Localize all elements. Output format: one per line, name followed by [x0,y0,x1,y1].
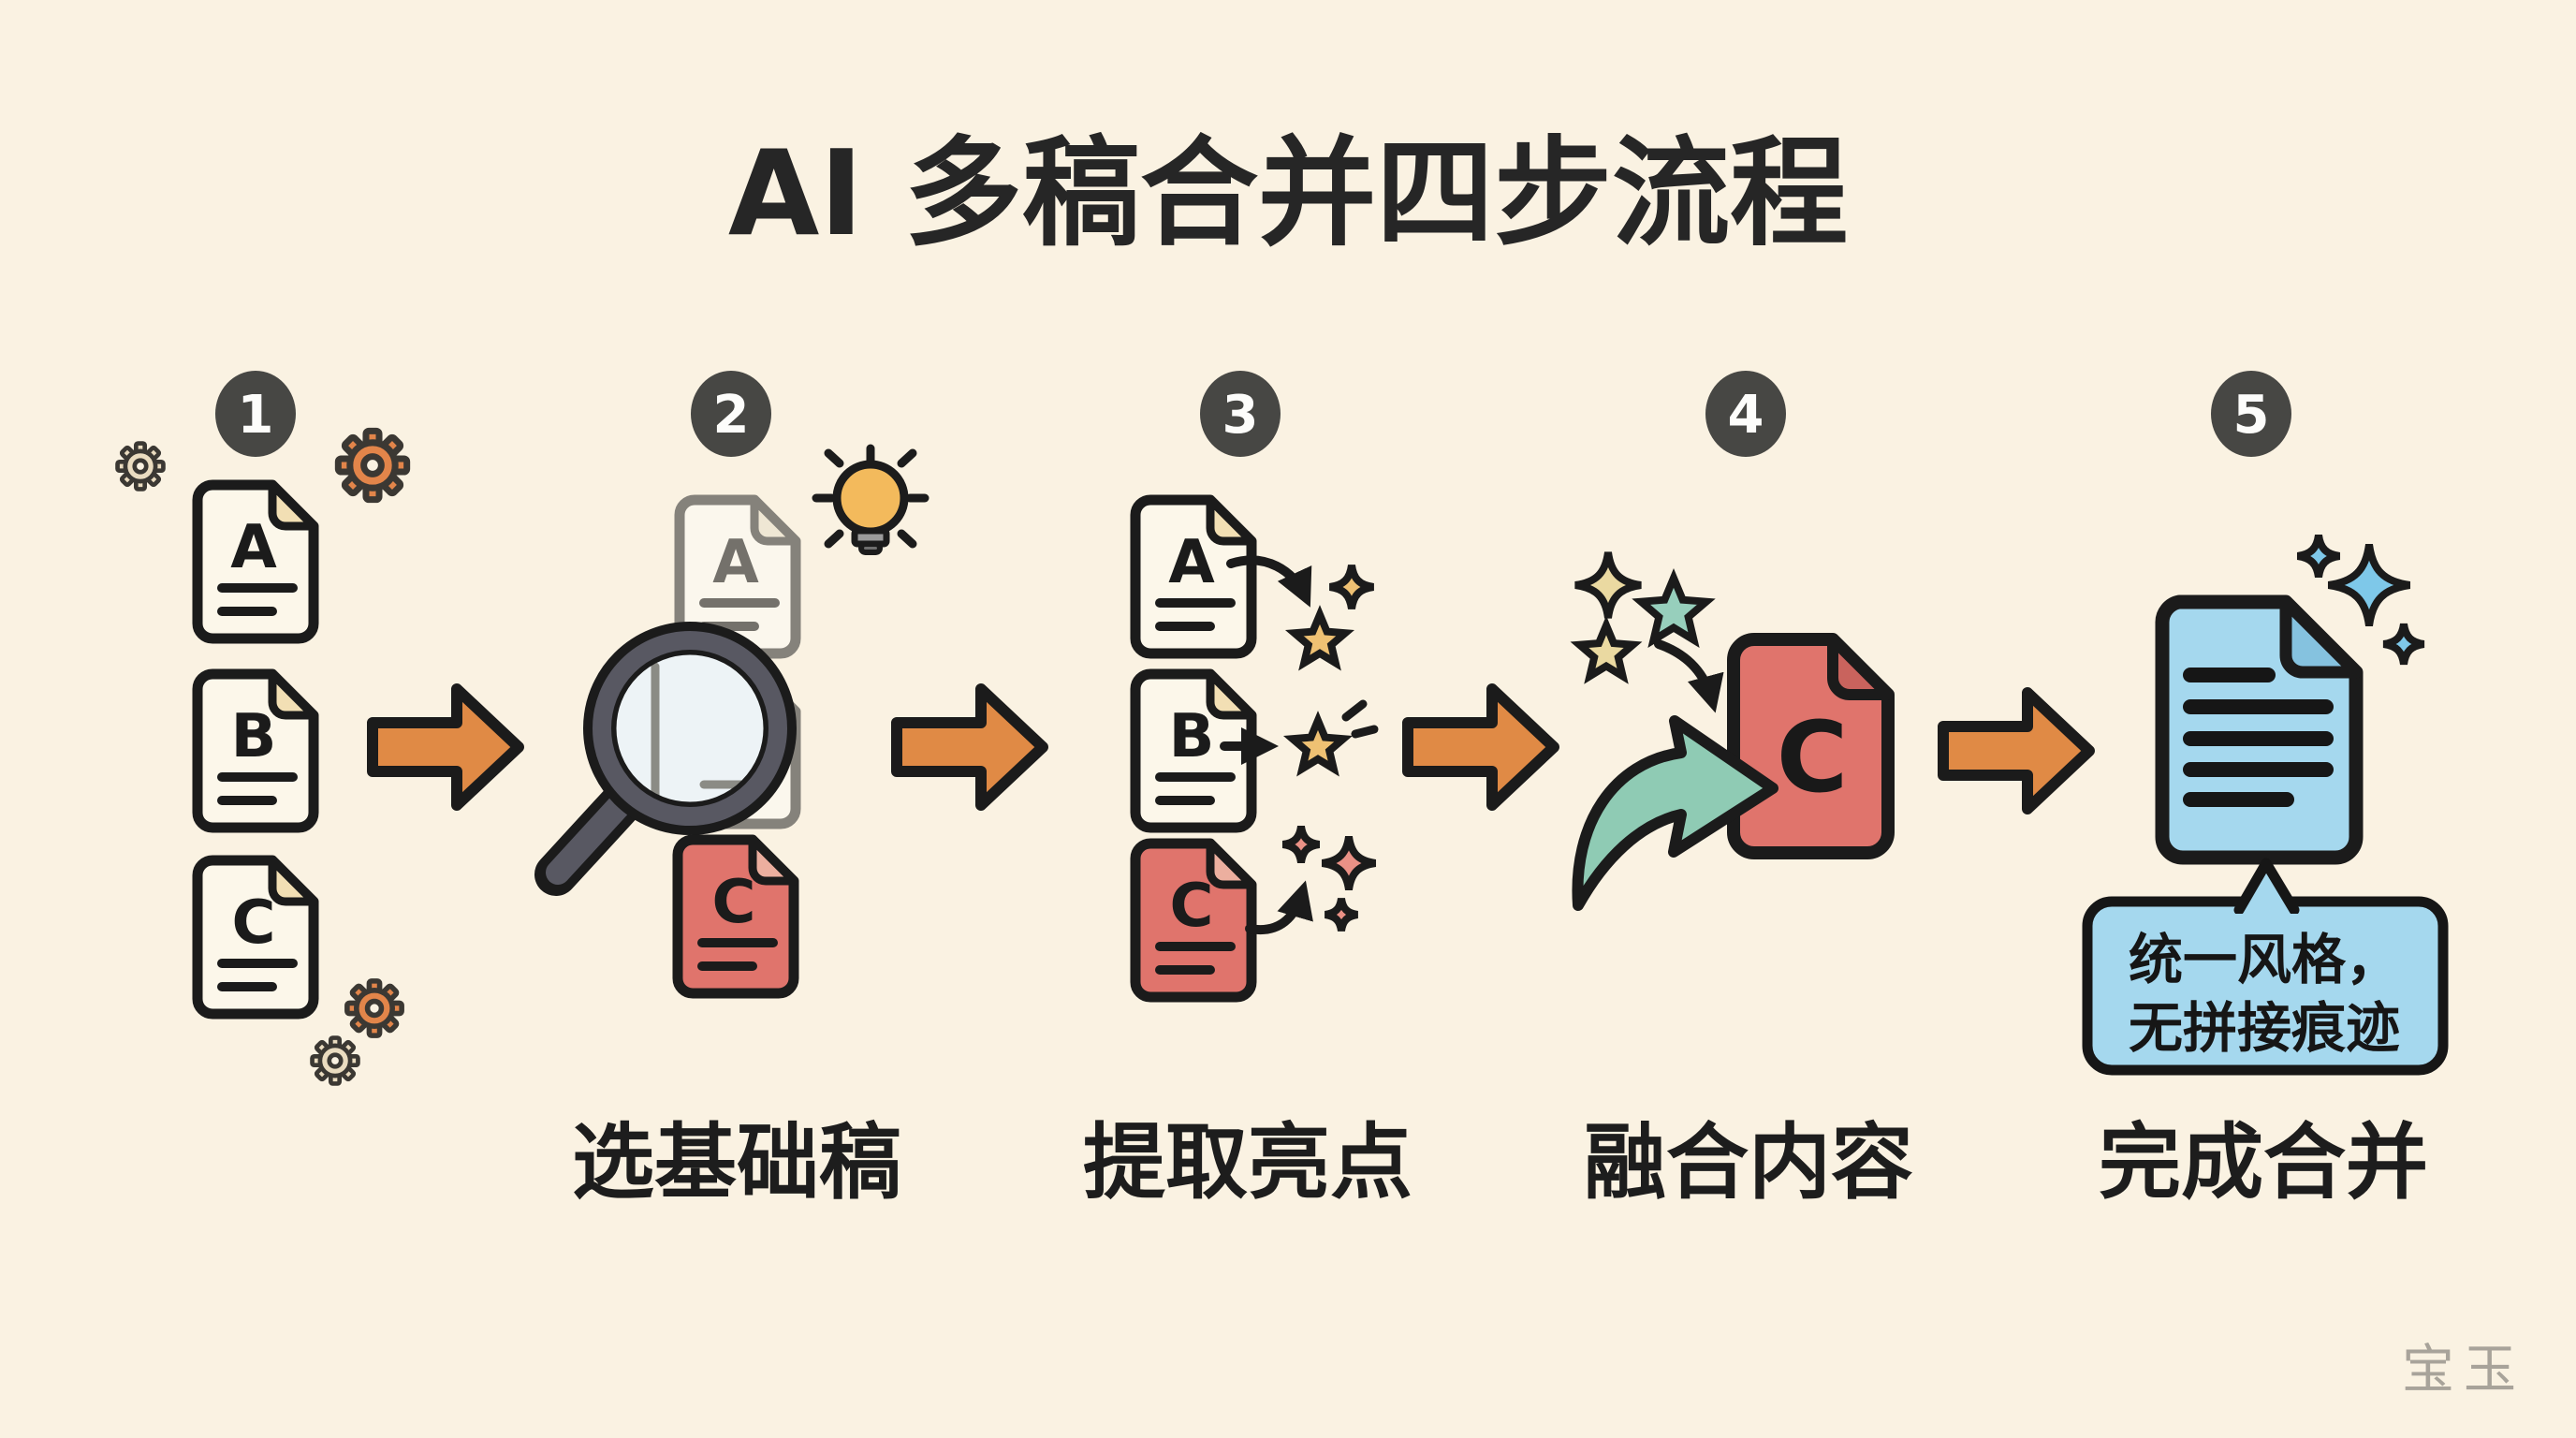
sparkle-dash-icon [1341,699,1368,722]
sparkle-dash-icon [1351,725,1379,739]
flow-arrow-icon [891,683,1048,811]
sparkle-icon [1325,899,1358,932]
doc-letter-a: A [1168,528,1215,597]
doc-letter-b: B [231,702,277,771]
sparkle-icon [1283,827,1320,863]
flow-arrow-icon [1402,683,1559,811]
speech-bubble-tail [2235,863,2299,917]
step-1-badge [215,371,296,457]
step-5-label: 完成合并 [2099,1114,2428,1211]
step-3-badge [1200,371,1281,457]
step-1-number: 1 [238,385,274,446]
gear-icon [347,981,402,1035]
doc-letter-a: A [712,528,759,597]
step-1-group: A B C [118,431,407,1083]
watermark: 宝玉 [2402,1340,2525,1401]
base-document-c-icon: C [1727,633,1895,859]
speech-bubble-tail-outline [2233,858,2300,916]
star-icon [1295,615,1345,664]
step-5-badge [2211,371,2291,457]
sparkle-icon [2298,536,2340,578]
star-icon [1293,721,1343,770]
bubble-line-2: 无拼接痕迹 [2129,996,2400,1060]
doc-letter-a: A [230,513,277,582]
magnifier-icon [534,622,797,896]
document-c-icon: C [192,855,319,1020]
speech-bubble: 统一风格， 无拼接痕迹 [2082,858,2449,1076]
step-2-label: 选基础稿 [572,1114,901,1211]
sparkle-icon [1323,837,1376,890]
sparkle-icon [2329,545,2410,626]
doc-letter-c: C [712,868,756,937]
step-2-badge [691,371,771,457]
step-badges: 1 2 3 4 5 [215,371,2291,457]
doc-letter-c: C [232,888,276,958]
star-icon [1579,625,1632,676]
document-c-icon: C [1130,838,1257,1003]
gear-icon [313,1038,359,1084]
step-3-label: 提取亮点 [1083,1114,1412,1211]
sparkle-icon [2383,624,2423,664]
step-4-label: 融合内容 [1584,1114,1913,1211]
sparkle-icon [1575,552,1641,618]
step-4-badge [1705,371,1786,457]
merge-arrow-icon [1654,639,1724,713]
step-2-number: 2 [713,385,750,446]
doc-letter-b: B [1169,702,1215,771]
gear-icon [118,444,164,490]
flow-arrow-icon [367,683,524,811]
step-5-number: 5 [2233,385,2270,446]
document-b-icon: B [1130,668,1257,833]
document-a-icon: A [1130,494,1257,659]
flow-arrow-icon [1938,687,2095,814]
step-4-group: C [1572,552,1895,911]
speech-bubble-tail-mask [2100,914,2431,932]
page-title: AI 多稿合并四步流程 [728,125,1848,262]
swoosh-arrow-icon [1572,715,1778,911]
document-b-icon: B [192,668,319,833]
step-3-group: A B C [1130,494,1379,1003]
step-3-number: 3 [1222,385,1259,446]
sparkle-icon [1330,565,1374,609]
gear-icon [338,431,406,499]
selected-document-c-icon: C [672,834,799,999]
merged-document-icon [2155,594,2364,865]
bubble-line-1: 统一风格， [2129,928,2400,991]
star-icon [1641,578,1706,639]
doc-letter-c: C [1777,700,1848,814]
step-4-number: 4 [1728,385,1764,446]
doc-letter-c: C [1170,872,1214,941]
step-5-group: 统一风格， 无拼接痕迹 [2082,536,2449,1076]
extract-arrow-a-icon [1226,555,1312,608]
lightbulb-icon [812,444,929,555]
step-2-group: A B C [534,444,929,999]
document-a-icon: A [192,479,319,644]
extract-arrow-c-icon [1245,880,1313,935]
